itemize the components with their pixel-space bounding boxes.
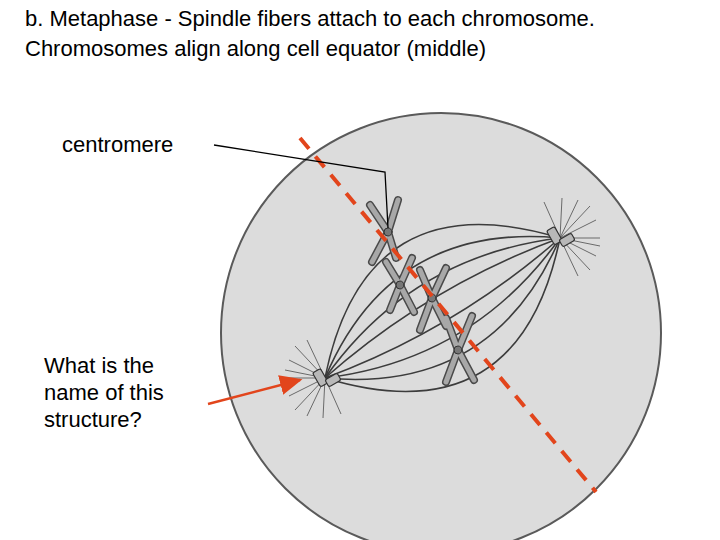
equator-line [300, 138, 596, 492]
centrioles [313, 227, 576, 387]
slide-title: b. Metaphase - Spindle fibers attach to … [25, 4, 715, 64]
question-note: What is the name of this structure? [44, 352, 209, 433]
cell-membrane [221, 113, 661, 540]
pointer-arrow [208, 380, 300, 404]
leader-line [214, 145, 388, 228]
chromosomes [370, 200, 474, 382]
part-label: centromere [62, 131, 222, 159]
